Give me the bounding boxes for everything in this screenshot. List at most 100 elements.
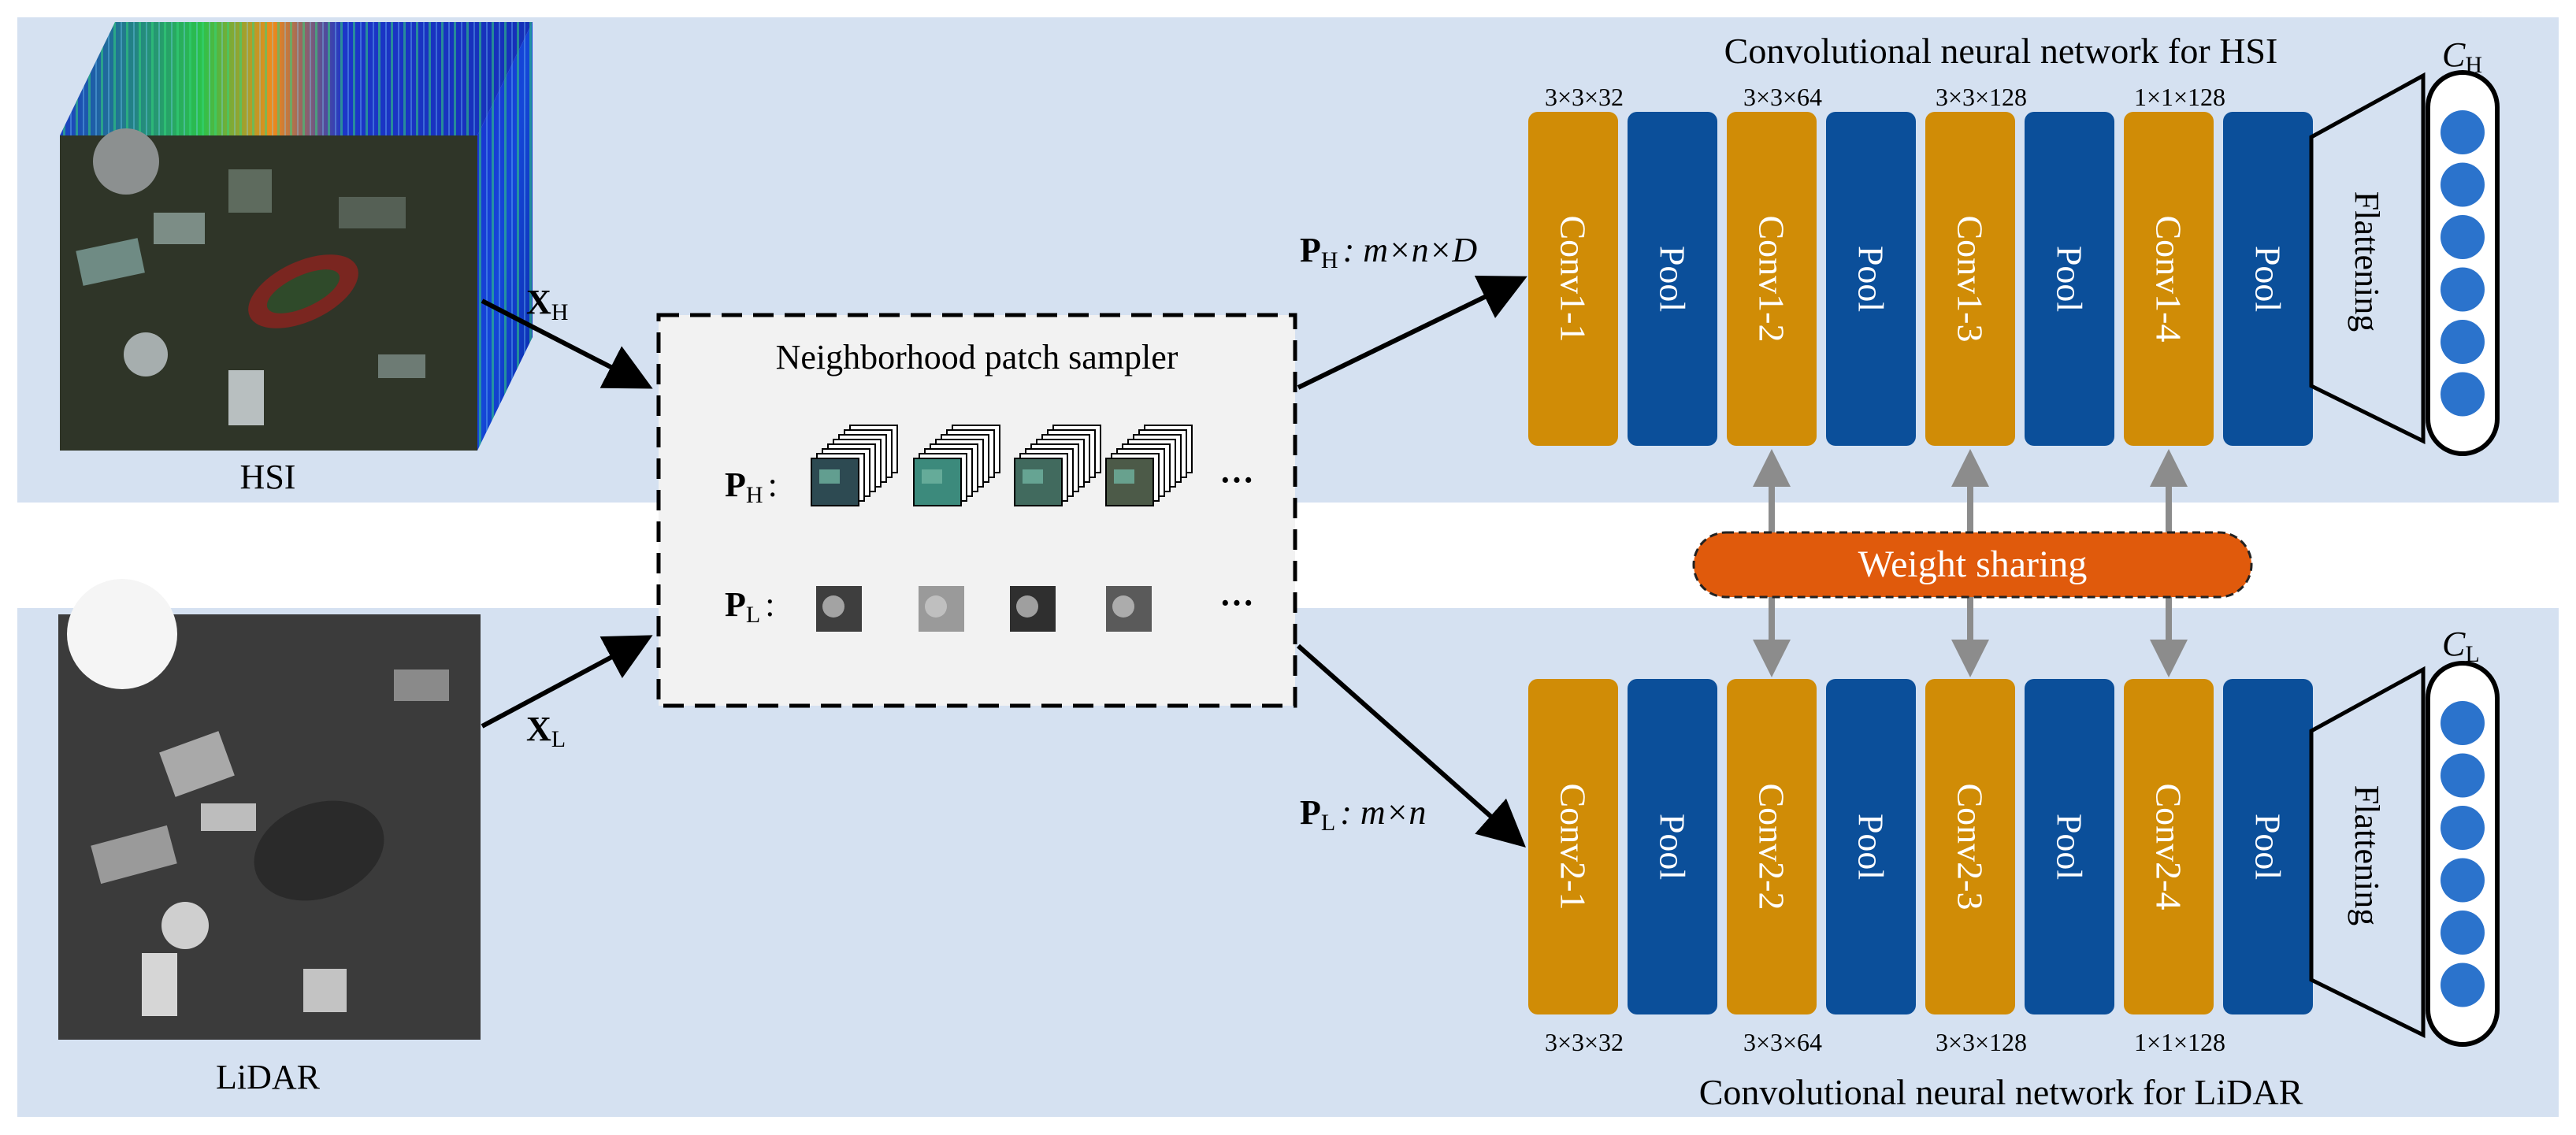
bottom-neuron-1 bbox=[2441, 701, 2485, 745]
top-conv-block-7 bbox=[2124, 112, 2214, 446]
hsi-patch-2 bbox=[913, 425, 1000, 506]
xh-arrow bbox=[481, 299, 653, 389]
bottom-flattening-label: Flattening bbox=[2348, 785, 2386, 925]
top-layer-label-2: Pool bbox=[1653, 246, 1693, 312]
lidar-patch-4 bbox=[1106, 586, 1152, 632]
top-kernel-labels: 3×3×32 3×3×64 3×3×128 1×1×128 bbox=[1545, 83, 2225, 111]
bottom-pool-block-4 bbox=[1826, 679, 1916, 1014]
bottom-kernel-label-2: 3×3×64 bbox=[1743, 1028, 1822, 1056]
pl-row-label: PL: bbox=[725, 585, 774, 628]
lidar-image bbox=[58, 579, 481, 1040]
bottom-layer-label-5: Conv2-3 bbox=[1951, 784, 1991, 911]
bottom-flatten-group: Flattening bbox=[2309, 666, 2426, 1039]
top-kernel-label-4: 1×1×128 bbox=[2134, 83, 2225, 111]
bottom-conv-block-3 bbox=[1727, 679, 1817, 1014]
bottom-conv-block-5 bbox=[1925, 679, 2015, 1014]
hsi-patch-3 bbox=[1014, 425, 1101, 506]
ph-row-label: PH: bbox=[725, 465, 778, 508]
pl-row-ellipsis: ··· bbox=[1219, 584, 1254, 622]
bottom-input-label: PL: m×n bbox=[1300, 793, 1426, 836]
top-layer-label-4: Pool bbox=[1851, 246, 1891, 312]
top-layer-label-5: Conv1-3 bbox=[1951, 216, 1991, 343]
top-layer-label-3: Conv1-2 bbox=[1752, 216, 1792, 343]
bottom-output-label: CL bbox=[2442, 625, 2480, 667]
bottom-layer-label-8: Pool bbox=[2248, 814, 2288, 880]
bottom-network-layers: Conv2-1 Pool Conv2-2 Pool Conv2-3 Pool Conv2-4… bbox=[1528, 679, 2313, 1014]
xl-label: XL bbox=[526, 710, 566, 752]
bottom-pool-block-6 bbox=[2025, 679, 2114, 1014]
top-kernel-label-3: 3×3×128 bbox=[1936, 83, 2027, 111]
bottom-kernel-label-1: 3×3×32 bbox=[1545, 1028, 1624, 1056]
bottom-layer-label-3: Conv2-2 bbox=[1752, 784, 1792, 911]
hsi-patch-stack bbox=[811, 425, 1193, 506]
hsi-patch-4 bbox=[1105, 425, 1193, 506]
hsi-image-label: HSI bbox=[240, 458, 296, 496]
bottom-neuron-3 bbox=[2441, 806, 2485, 850]
top-pool-block-6 bbox=[2025, 112, 2114, 446]
weight-sharing-box bbox=[1692, 531, 2253, 599]
bottom-output-capsule bbox=[2426, 661, 2500, 1047]
top-layer-label-1: Conv1-1 bbox=[1553, 216, 1594, 343]
bottom-neuron-2 bbox=[2441, 753, 2485, 798]
weight-sharing-label: Weight sharing bbox=[1858, 543, 2088, 585]
patch-sampler-title: Neighborhood patch sampler bbox=[776, 338, 1179, 376]
lidar-patches bbox=[816, 586, 1152, 632]
top-conv-block-5 bbox=[1925, 112, 2015, 446]
lidar-patch-1 bbox=[816, 586, 862, 632]
bottom-output-vector bbox=[2426, 661, 2500, 1047]
top-neuron-6 bbox=[2441, 372, 2485, 417]
top-neuron-4 bbox=[2441, 267, 2485, 312]
xl-arrow bbox=[481, 635, 653, 729]
hsi-patch-1 bbox=[811, 425, 898, 506]
bottom-layer-label-2: Pool bbox=[1653, 814, 1693, 880]
top-flatten-group: Flattening bbox=[2309, 72, 2426, 445]
bottom-pool-block-8 bbox=[2223, 679, 2313, 1014]
ph-to-cnn-arrow bbox=[1297, 275, 1527, 390]
pl-to-cnn-arrow bbox=[1297, 644, 1526, 848]
top-neuron-5 bbox=[2441, 320, 2485, 364]
top-network-title: Convolutional neural network for HSI bbox=[1724, 31, 2278, 71]
top-network-layers: Conv1-1 Pool Conv1-2 Pool Conv1-3 Pool Conv1-4… bbox=[1528, 112, 2313, 446]
bottom-conv-block-1 bbox=[1528, 679, 1618, 1014]
top-layer-label-7: Conv1-4 bbox=[2149, 216, 2189, 343]
top-output-label: CH bbox=[2442, 35, 2482, 78]
bottom-neuron-5 bbox=[2441, 911, 2485, 955]
top-pool-block-2 bbox=[1628, 112, 1717, 446]
top-pool-block-8 bbox=[2223, 112, 2313, 446]
bottom-layer-label-4: Pool bbox=[1851, 814, 1891, 880]
xh-label: XH bbox=[526, 283, 568, 325]
top-conv-block-1 bbox=[1528, 112, 1618, 446]
ph-row-ellipsis: ··· bbox=[1219, 461, 1254, 499]
top-output-capsule bbox=[2426, 70, 2500, 456]
top-output-vector bbox=[2426, 70, 2500, 456]
top-flattening-label: Flattening bbox=[2348, 191, 2386, 332]
bottom-layer-label-6: Pool bbox=[2050, 814, 2090, 880]
top-pool-block-4 bbox=[1826, 112, 1916, 446]
top-layer-label-6: Pool bbox=[2050, 246, 2090, 312]
lidar-patch-2 bbox=[919, 586, 964, 632]
bottom-kernel-label-4: 1×1×128 bbox=[2134, 1028, 2225, 1056]
bottom-kernel-labels: 3×3×32 3×3×64 3×3×128 1×1×128 bbox=[1545, 1028, 2225, 1056]
bottom-network-title: Convolutional neural network for LiDAR bbox=[1699, 1072, 2303, 1112]
top-kernel-label-2: 3×3×64 bbox=[1743, 83, 1822, 111]
hsi-cube-image bbox=[60, 22, 533, 451]
top-neuron-2 bbox=[2441, 162, 2485, 207]
lidar-image-label: LiDAR bbox=[216, 1058, 321, 1096]
bottom-kernel-label-3: 3×3×128 bbox=[1936, 1028, 2027, 1056]
patch-sampler-box bbox=[656, 313, 1297, 708]
top-neuron-1 bbox=[2441, 110, 2485, 154]
bottom-neuron-4 bbox=[2441, 858, 2485, 903]
top-input-label: PH: m×n×D bbox=[1300, 231, 1477, 273]
top-conv-block-3 bbox=[1727, 112, 1817, 446]
bottom-conv-block-7 bbox=[2124, 679, 2214, 1014]
weight-sharing-arrows bbox=[1753, 449, 2188, 677]
bottom-layer-label-1: Conv2-1 bbox=[1553, 784, 1594, 911]
bottom-layer-label-7: Conv2-4 bbox=[2149, 784, 2189, 911]
bottom-neuron-6 bbox=[2441, 963, 2485, 1007]
top-layer-label-8: Pool bbox=[2248, 246, 2288, 312]
lidar-patch-3 bbox=[1010, 586, 1056, 632]
bottom-pool-block-2 bbox=[1628, 679, 1717, 1014]
top-kernel-label-1: 3×3×32 bbox=[1545, 83, 1624, 111]
top-neuron-3 bbox=[2441, 215, 2485, 259]
